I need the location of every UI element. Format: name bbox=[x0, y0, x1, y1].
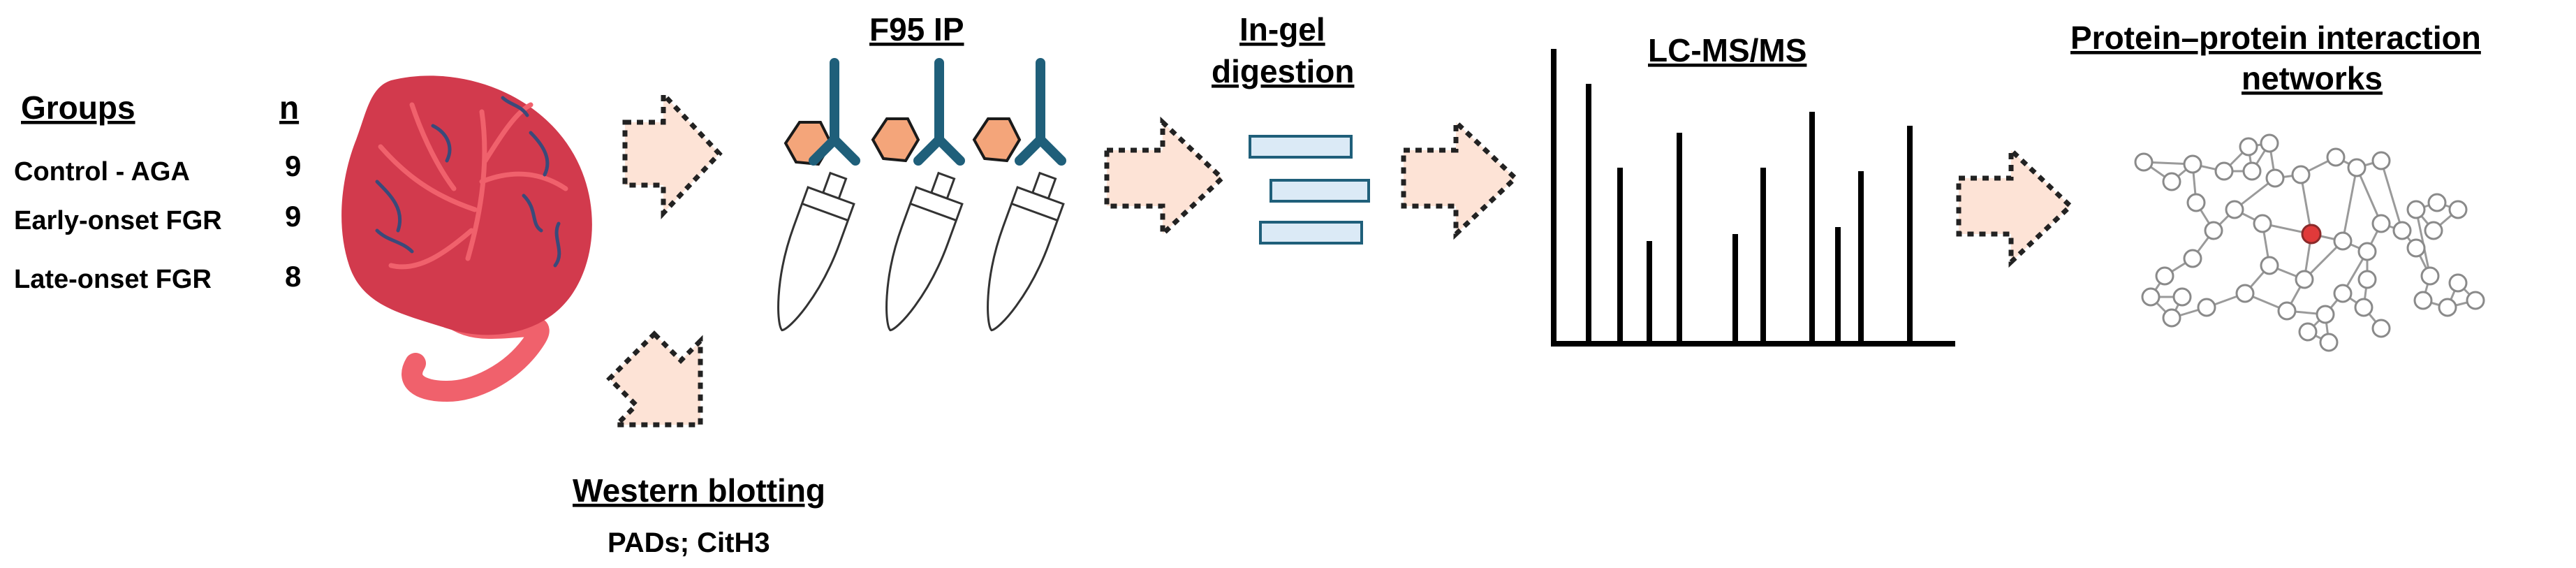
group-row-1-n: 9 bbox=[285, 150, 301, 182]
arrow-to-lcms bbox=[1401, 116, 1519, 240]
group-row-2-n: 9 bbox=[285, 200, 301, 233]
arrow-to-digestion bbox=[1104, 116, 1226, 240]
placenta-icon bbox=[341, 75, 592, 402]
antigen-icon bbox=[972, 117, 1022, 163]
gel-band-icon bbox=[1249, 135, 1353, 159]
groups-table: Groups n Control - AGA 9 Early-onset FGR… bbox=[14, 89, 301, 294]
mass-spectrum-icon bbox=[1551, 49, 1955, 347]
arrow-to-ip bbox=[622, 88, 723, 219]
network-hub-node bbox=[2301, 224, 2322, 245]
network-label-line2: networks bbox=[2242, 60, 2383, 96]
n-header: n bbox=[279, 89, 299, 126]
ip-antibody-set bbox=[783, 58, 1066, 166]
antibody-icon bbox=[1015, 58, 1066, 166]
antibody-icon bbox=[809, 58, 860, 166]
network-label-line1: Protein–protein interaction bbox=[2070, 20, 2481, 56]
network-nodes bbox=[2134, 133, 2485, 352]
group-row-3-name: Late-onset FGR bbox=[14, 265, 212, 294]
gel-bands bbox=[1249, 135, 1370, 245]
group-row-3-n: 8 bbox=[285, 260, 301, 293]
gel-band-icon bbox=[1259, 221, 1363, 245]
tube-icon bbox=[777, 171, 855, 332]
network-edges bbox=[2143, 142, 2477, 344]
tube-icon bbox=[987, 171, 1065, 332]
gel-band-icon bbox=[1269, 179, 1370, 203]
antibody-icon bbox=[913, 58, 965, 166]
arrow-to-western bbox=[606, 330, 703, 428]
tubes bbox=[777, 171, 1065, 332]
digestion-label-line1: In-gel bbox=[1239, 11, 1325, 48]
western-label: Western blotting bbox=[573, 472, 825, 509]
network-icon bbox=[2134, 133, 2485, 352]
arrow-to-network bbox=[1956, 144, 2075, 268]
lcms-label: LC-MS/MS bbox=[1648, 32, 1806, 68]
tube-icon bbox=[885, 171, 964, 332]
group-row-1-name: Control - AGA bbox=[14, 157, 190, 187]
groups-header: Groups bbox=[21, 89, 135, 126]
digestion-label-line2: digestion bbox=[1212, 53, 1354, 89]
antigen-icon bbox=[871, 117, 920, 163]
western-targets: PADs; CitH3 bbox=[608, 527, 770, 558]
group-row-2-name: Early-onset FGR bbox=[14, 206, 222, 235]
ip-label: F95 IP bbox=[869, 11, 964, 48]
